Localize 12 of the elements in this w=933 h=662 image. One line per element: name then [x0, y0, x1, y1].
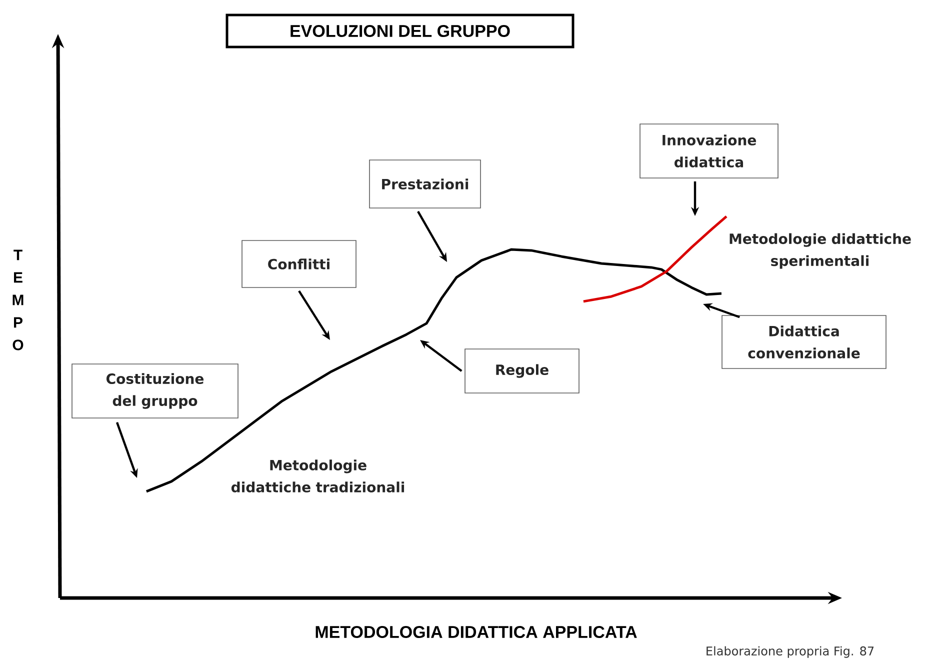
label-box: Conflitti — [242, 240, 356, 288]
label-box: Innovazione didattica — [640, 124, 778, 178]
curve — [583, 216, 728, 303]
axis-title: METODOLOGIA DIDATTICA APPLICATA — [316, 626, 637, 638]
title-box: EVOLUZIONI DEL GRUPPO — [226, 14, 574, 48]
label-box: Costituzione del gruppo — [72, 364, 238, 418]
curve-label: Metodologie didattiche sperimentali — [730, 233, 911, 269]
curve-label: Metodologie didattiche tradizionali — [231, 460, 404, 492]
axis-title: TEMPO — [12, 250, 24, 350]
label-box: Didattica convenzionale — [722, 315, 886, 369]
caption: Elaborazione propria Fig. 87 — [706, 646, 874, 658]
label-box: Prestazioni — [369, 160, 481, 208]
